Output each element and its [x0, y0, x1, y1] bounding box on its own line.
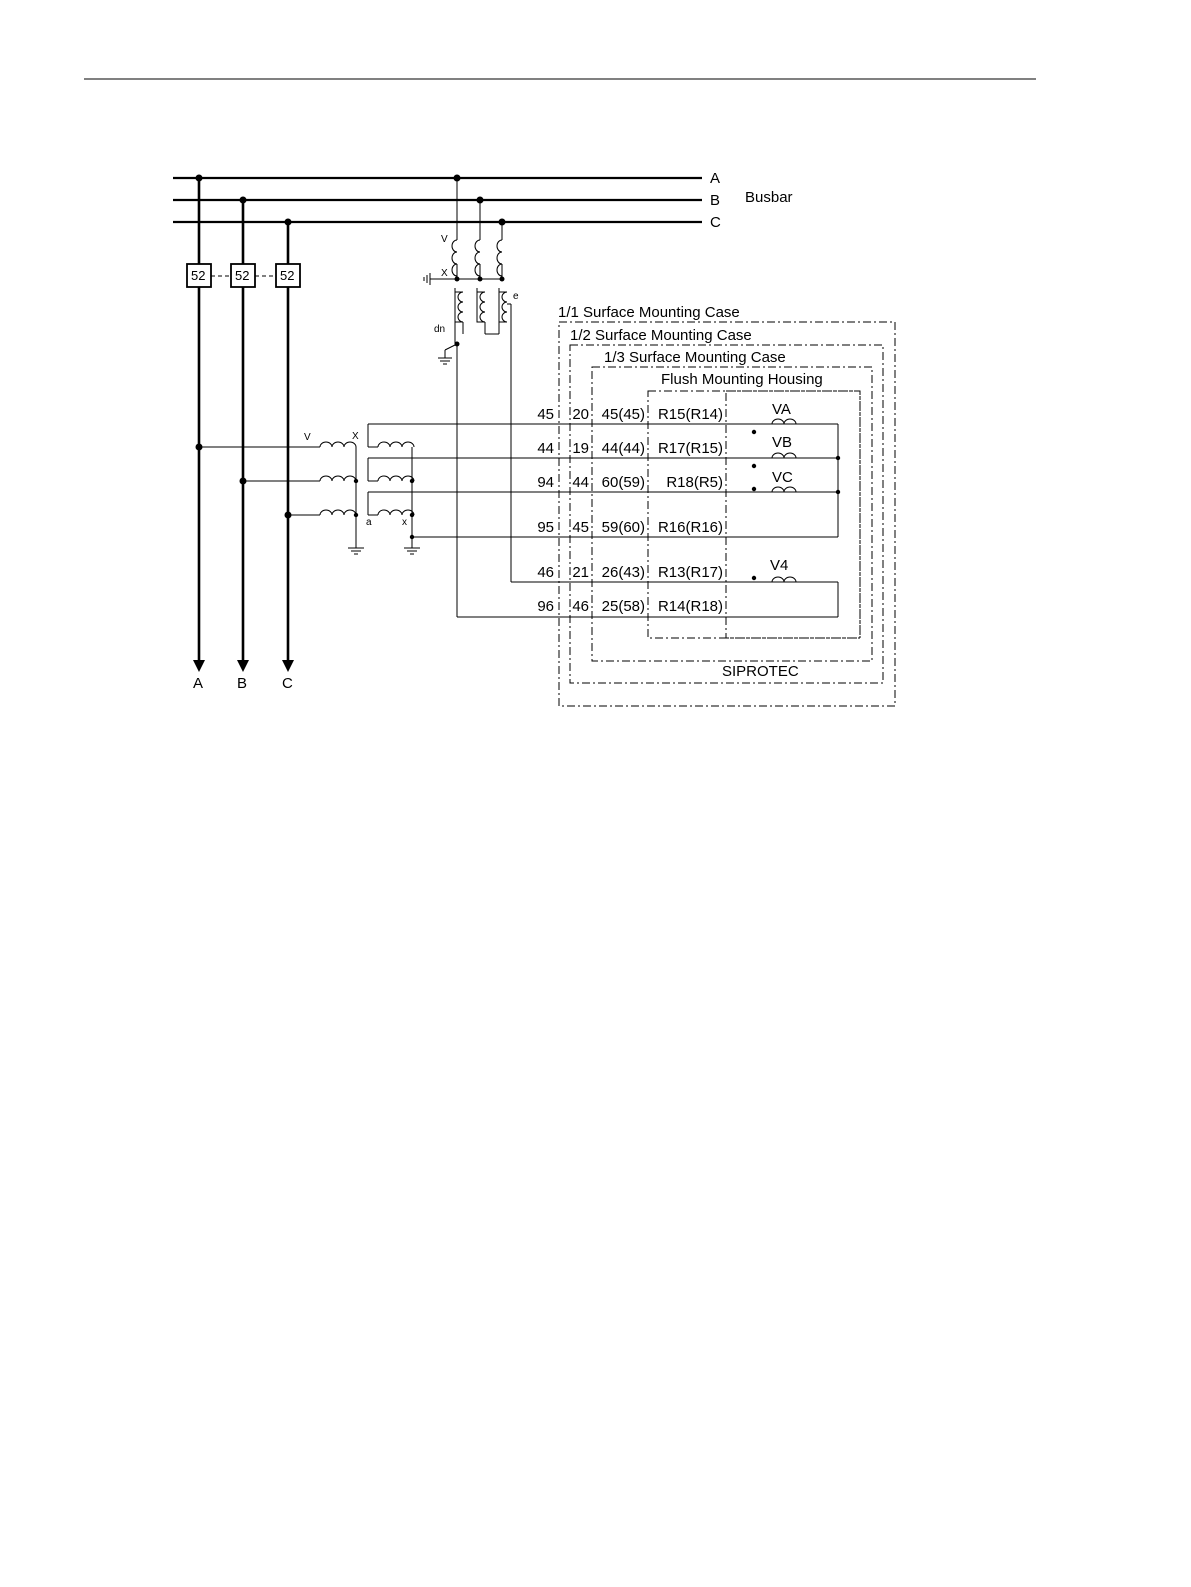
- case-flush-label: Flush Mounting Housing: [661, 371, 823, 388]
- device-outline: [726, 391, 860, 638]
- terminal-3-c3: 60(59): [602, 474, 645, 491]
- terminal-4-c1: 95: [537, 519, 554, 536]
- terminal-2-c1: 44: [537, 440, 554, 457]
- terminal-3-c4: R18(R5): [666, 474, 723, 491]
- case-full-label: 1/1 Surface Mounting Case: [558, 304, 740, 321]
- breaker-1-label: 52: [191, 268, 205, 283]
- terminal-2-c2: 19: [572, 440, 589, 457]
- terminal-1-c4: R15(R14): [658, 406, 723, 423]
- terminal-5-c2: 21: [572, 564, 589, 581]
- vt-side-a-label: a: [366, 517, 372, 528]
- case-half-label: 1/2 Surface Mounting Case: [570, 327, 752, 344]
- terminal-3-c2: 44: [572, 474, 589, 491]
- terminal-1-c2: 20: [572, 406, 589, 423]
- terminal-4-c3: 59(60): [602, 519, 645, 536]
- terminal-2-c4: R17(R15): [658, 440, 723, 457]
- terminal-5-c1: 46: [537, 564, 554, 581]
- vt-side-xs-label: x: [402, 517, 407, 528]
- coil-v4-label: V4: [770, 557, 788, 574]
- terminal-6-c1: 96: [537, 598, 554, 615]
- terminal-5-c3: 26(43): [602, 564, 645, 581]
- output-phase-b: B: [237, 675, 247, 692]
- feeder-lines: [193, 175, 294, 673]
- vt-top-x-label: X: [441, 268, 448, 279]
- terminal-4-c4: R16(R16): [658, 519, 723, 536]
- vt-top-dn-label: dn: [434, 324, 445, 335]
- output-phase-a: A: [193, 675, 203, 692]
- vt-side-x-label: X: [352, 431, 359, 442]
- vt-top-v-label: V: [441, 234, 448, 245]
- busbar-phase-b: B: [710, 192, 720, 209]
- breaker-2-label: 52: [235, 268, 249, 283]
- vt-top-e-label: e: [513, 291, 519, 302]
- breaker-3-label: 52: [280, 268, 294, 283]
- busbar-lines: [173, 178, 702, 222]
- vt-side-v-label: V: [304, 432, 311, 443]
- output-phase-c: C: [282, 675, 293, 692]
- busbar-label: Busbar: [745, 189, 793, 206]
- busbar-vt: [424, 175, 511, 618]
- busbar-phase-c: C: [710, 214, 721, 231]
- terminal-3-c1: 94: [537, 474, 554, 491]
- aux-leads: [457, 424, 840, 617]
- coil-vc-label: VC: [772, 469, 793, 486]
- terminal-2-c3: 44(44): [602, 440, 645, 457]
- terminal-1-c3: 45(45): [602, 406, 645, 423]
- terminal-4-c2: 45: [572, 519, 589, 536]
- busbar-phase-a: A: [710, 170, 720, 187]
- terminal-6-c2: 46: [572, 598, 589, 615]
- device-label: SIPROTEC: [722, 663, 799, 680]
- terminal-6-c3: 25(58): [602, 598, 645, 615]
- terminal-6-c4: R14(R18): [658, 598, 723, 615]
- terminal-5-c4: R13(R17): [658, 564, 723, 581]
- coil-va-label: VA: [772, 401, 791, 418]
- case-third-label: 1/3 Surface Mounting Case: [604, 349, 786, 366]
- coil-vb-label: VB: [772, 434, 792, 451]
- terminal-1-c1: 45: [537, 406, 554, 423]
- feeder-vt: [196, 424, 839, 554]
